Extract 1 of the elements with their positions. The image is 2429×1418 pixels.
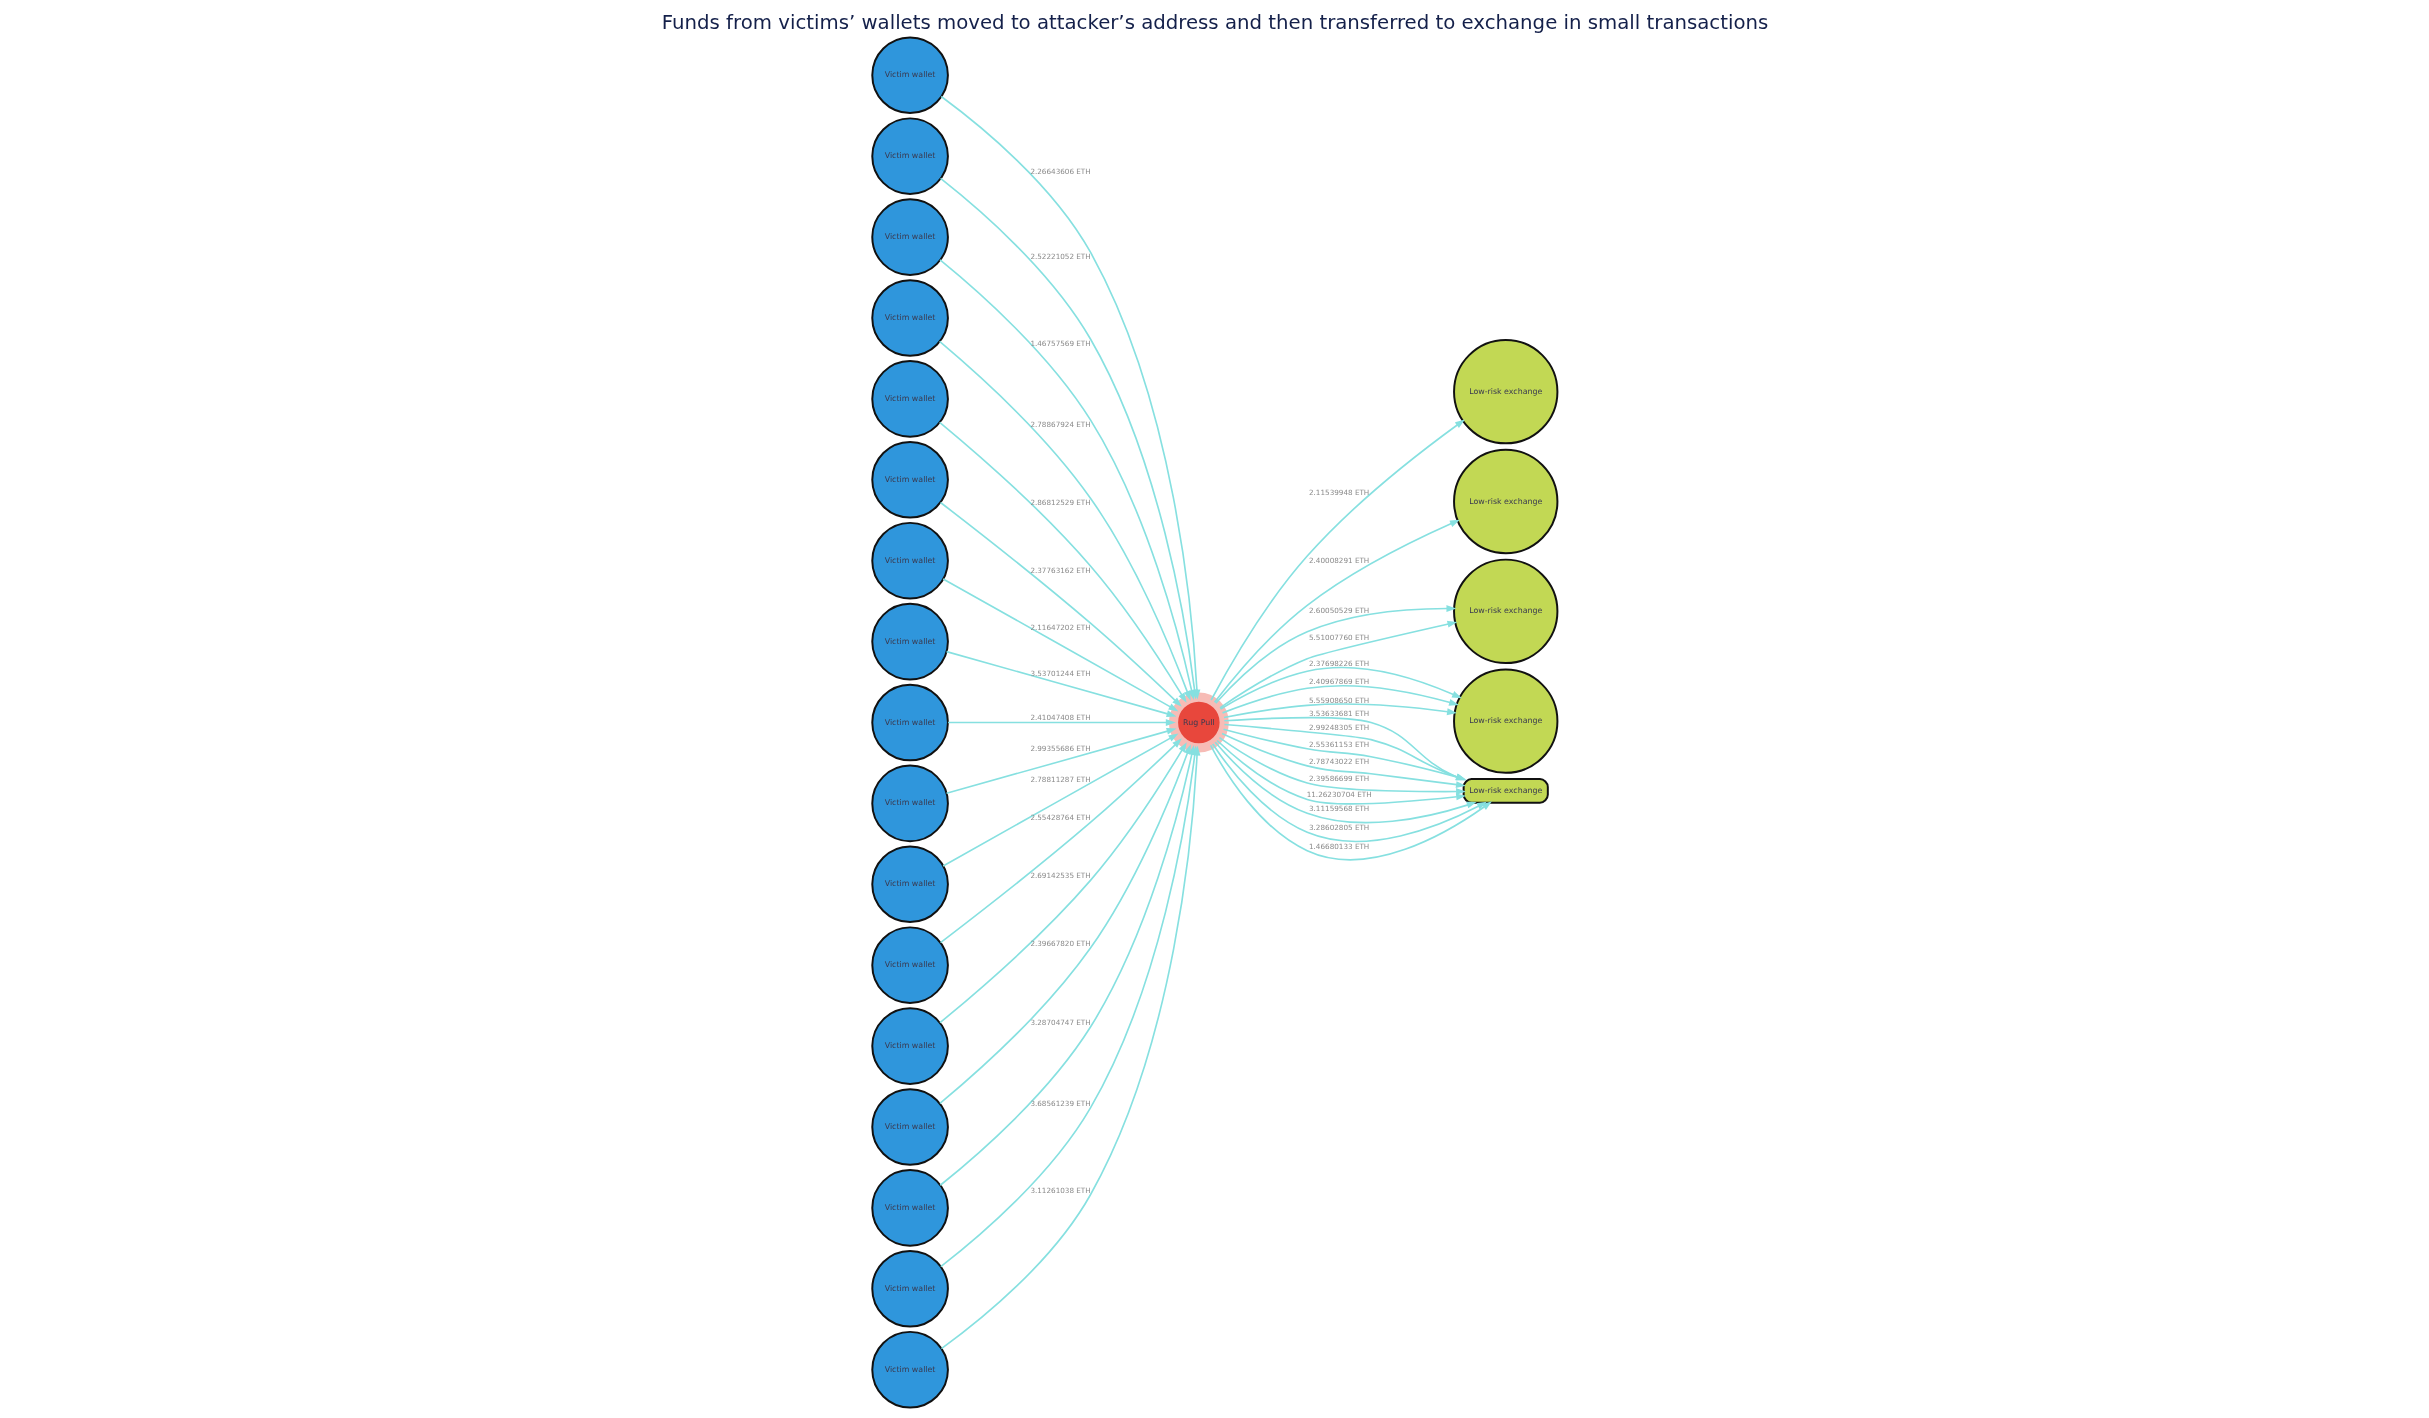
diagram-title: Funds from victims’ wallets moved to attacker’s address and then transferred to exchange in small transactions: [661, 11, 1768, 35]
